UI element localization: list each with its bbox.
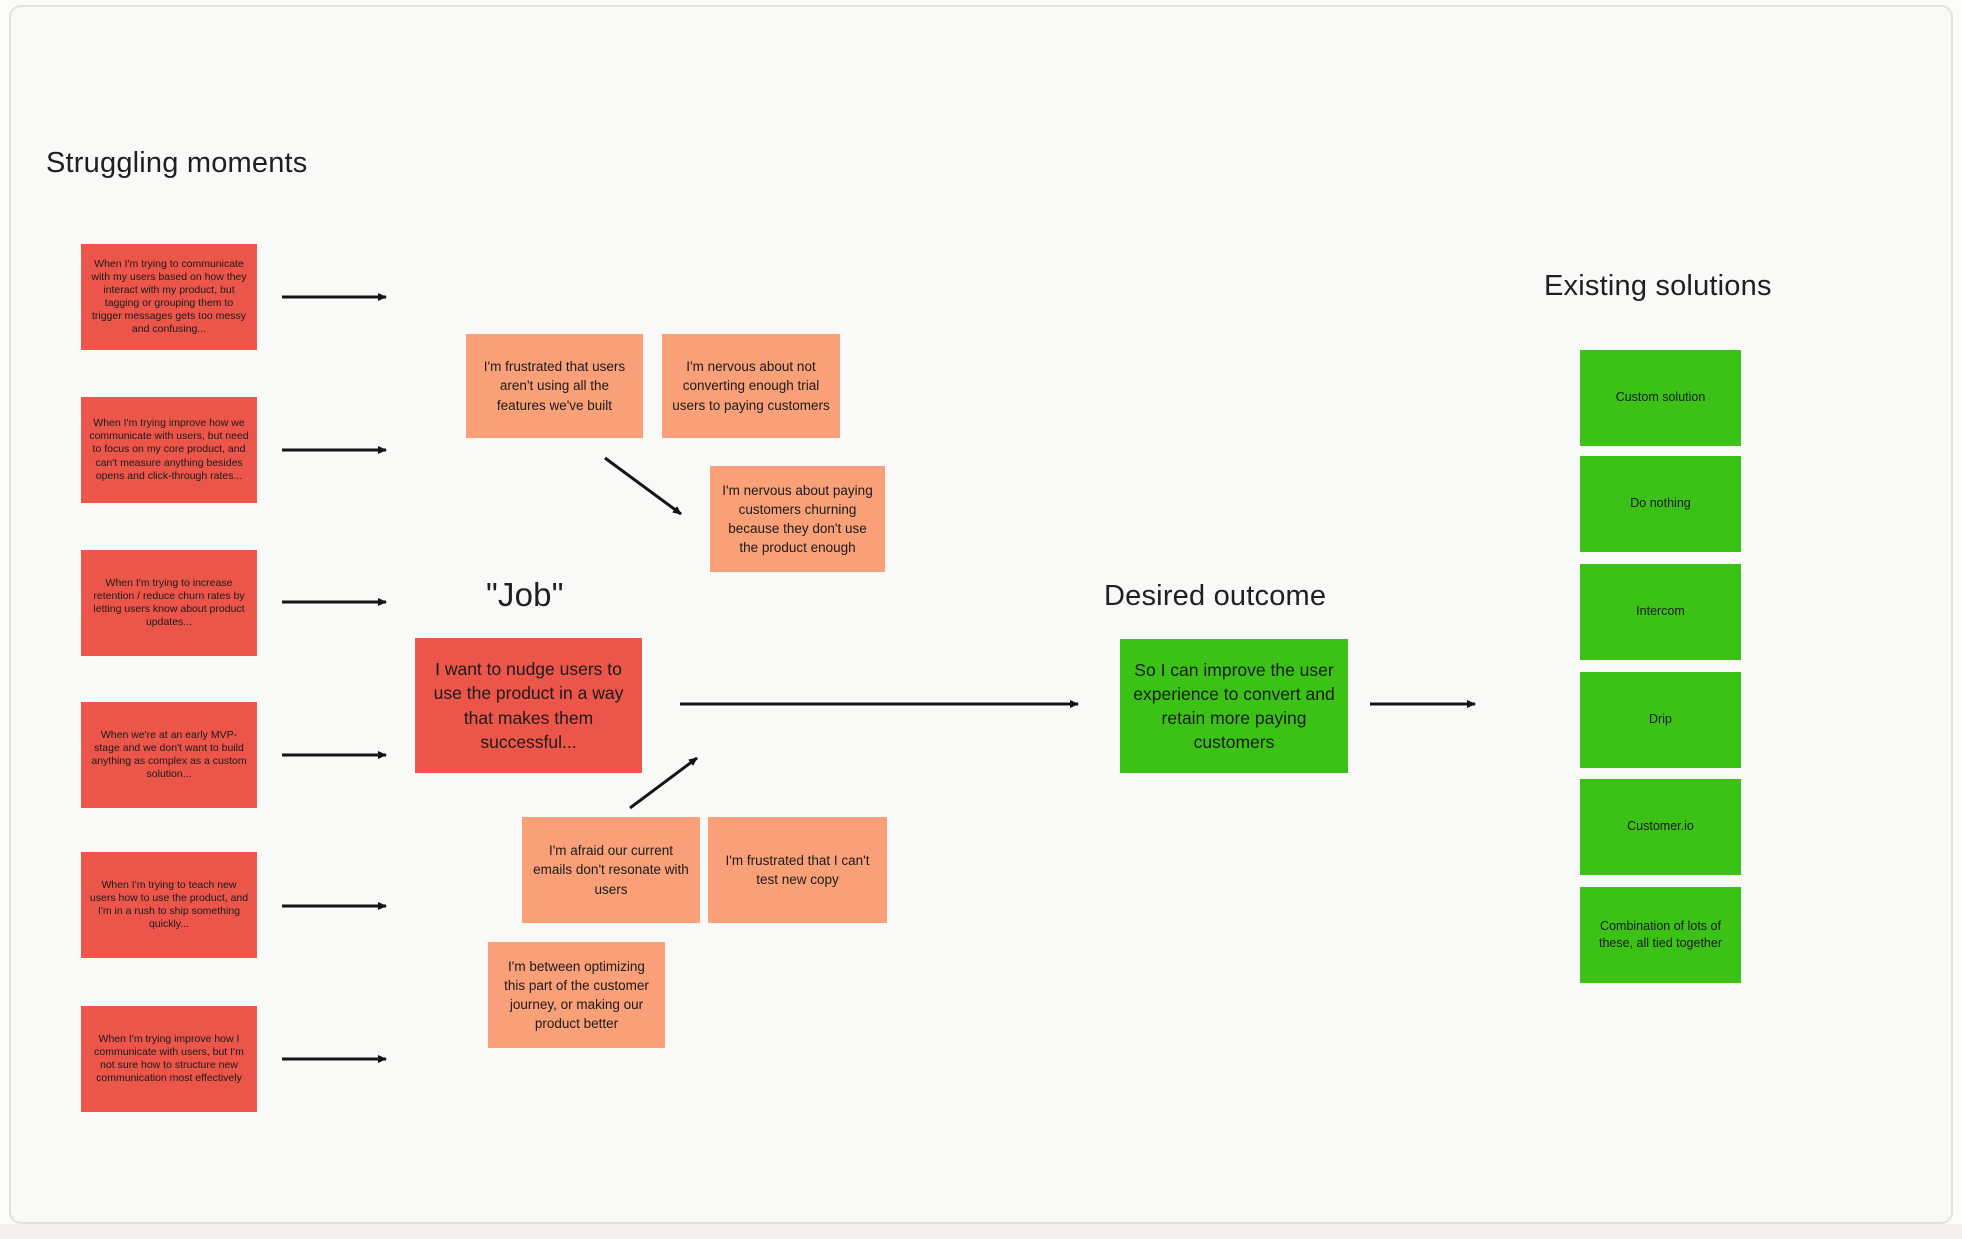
- sticky-struggling-4[interactable]: When we're at an early MVP-stage and we …: [81, 702, 257, 808]
- connector-features-to-churn[interactable]: [604, 456, 682, 516]
- sticky-solution-intercom[interactable]: Intercom: [1580, 564, 1741, 660]
- sticky-afraid-emails[interactable]: I'm afraid our current emails don't reso…: [522, 817, 700, 923]
- sticky-nervous-trial-conversion[interactable]: I'm nervous about not converting enough …: [662, 334, 840, 438]
- sticky-struggling-2[interactable]: When I'm trying improve how we communica…: [81, 397, 257, 503]
- sticky-between-optimizing[interactable]: I'm between optimizing this part of the …: [488, 942, 665, 1048]
- job-heading: "Job": [486, 576, 564, 613]
- sticky-struggling-1[interactable]: When I'm trying to communicate with my u…: [81, 244, 257, 350]
- sticky-struggling-6[interactable]: When I'm trying improve how I communicat…: [81, 1006, 257, 1112]
- sticky-solution-custom[interactable]: Custom solution: [1580, 350, 1741, 446]
- board-bottom-edge: [0, 1224, 1962, 1239]
- existing-solutions-heading: Existing solutions: [1544, 270, 1772, 302]
- sticky-desired-outcome[interactable]: So I can improve the user experience to …: [1120, 639, 1348, 773]
- sticky-cant-test-copy[interactable]: I'm frustrated that I can't test new cop…: [708, 817, 887, 923]
- sticky-struggling-5[interactable]: When I'm trying to teach new users how t…: [81, 852, 257, 958]
- connector-emails-to-job[interactable]: [629, 756, 698, 810]
- sticky-solution-combination[interactable]: Combination of lots of these, all tied t…: [1580, 887, 1741, 983]
- struggling-moments-heading: Struggling moments: [46, 147, 308, 179]
- sticky-solution-do-nothing[interactable]: Do nothing: [1580, 456, 1741, 552]
- sticky-nervous-churn[interactable]: I'm nervous about paying customers churn…: [710, 466, 885, 572]
- sticky-job[interactable]: I want to nudge users to use the product…: [415, 638, 642, 773]
- sticky-solution-drip[interactable]: Drip: [1580, 672, 1741, 768]
- desired-outcome-heading: Desired outcome: [1104, 580, 1327, 612]
- sticky-struggling-3[interactable]: When I'm trying to increase retention / …: [81, 550, 257, 656]
- sticky-frustrated-features[interactable]: I'm frustrated that users aren't using a…: [466, 334, 643, 438]
- sticky-solution-customerio[interactable]: Customer.io: [1580, 779, 1741, 875]
